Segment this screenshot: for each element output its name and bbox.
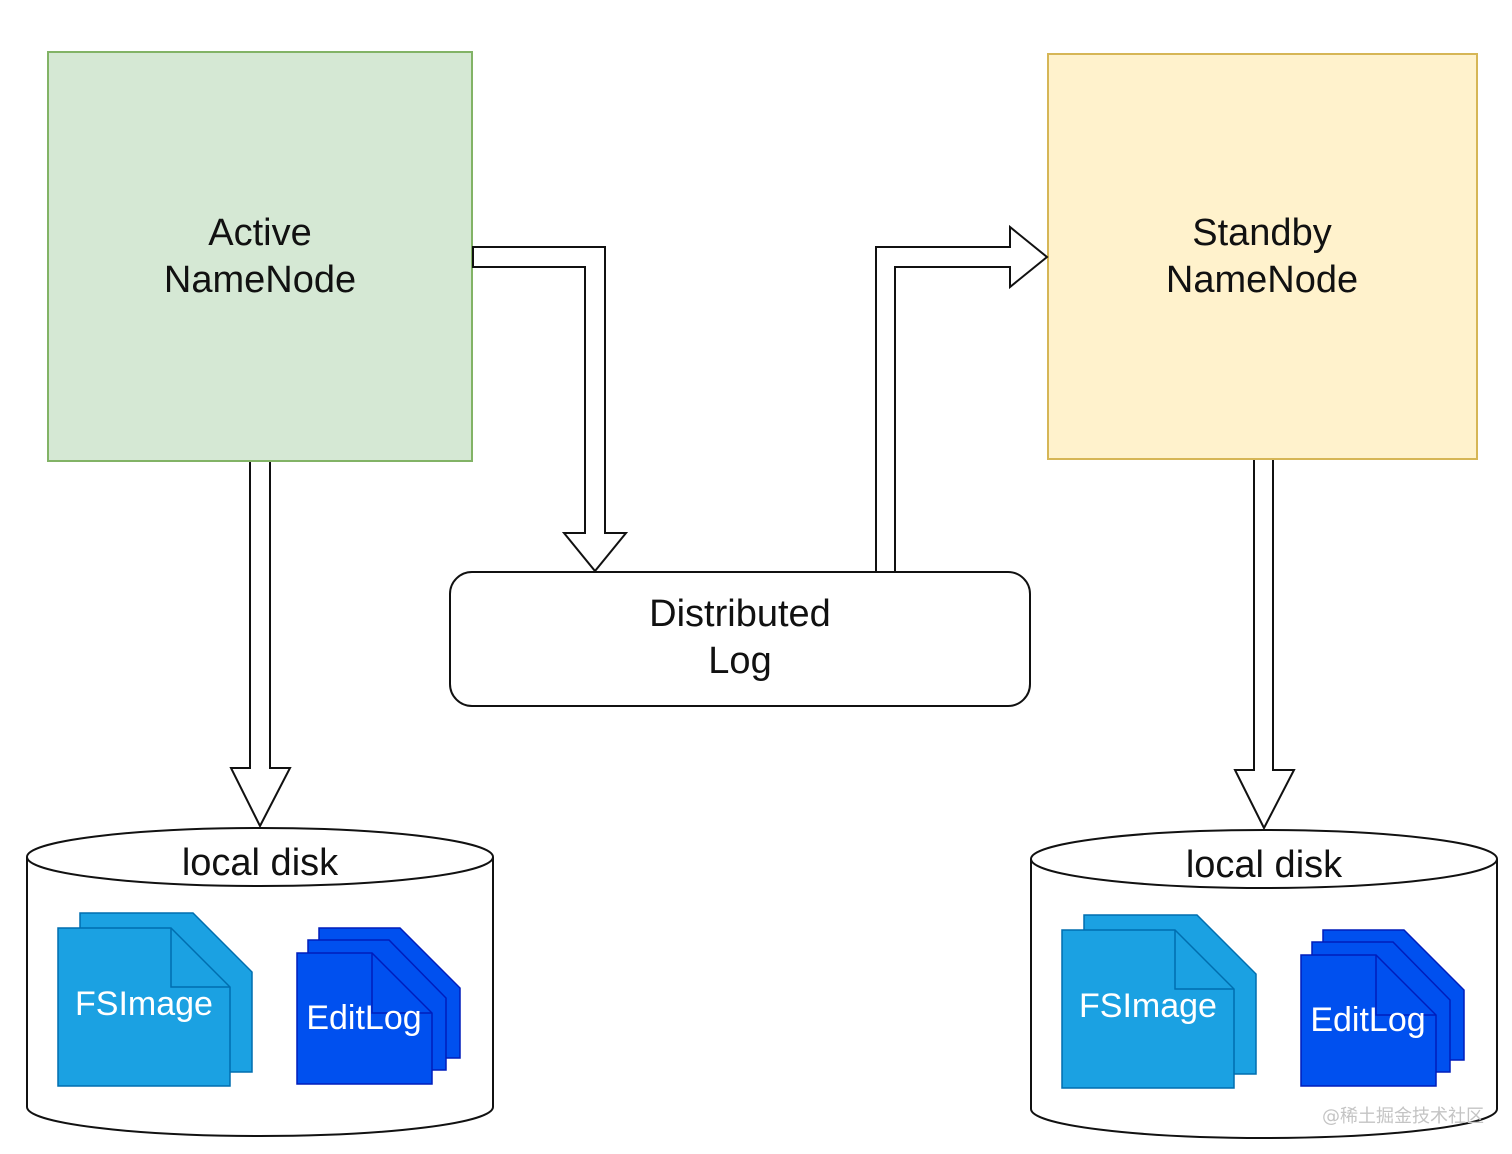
left-fsimage-sheet-front: [57, 927, 231, 1087]
distributed-log-label-line2: Log: [708, 640, 771, 682]
left-fsimage-label: FSImage: [75, 985, 213, 1023]
distributed-log-label-line1: Distributed: [649, 593, 831, 635]
active-namenode-box: [47, 51, 473, 462]
left-editlog-icon[interactable]: EditLog: [296, 927, 461, 1085]
left-local-disk[interactable]: local disk FSImage EditLog: [26, 827, 494, 1137]
active-namenode-label-line2: NameNode: [164, 259, 356, 301]
arrow-standby-to-disk: [1233, 460, 1296, 831]
right-fsimage-icon[interactable]: FSImage: [1061, 914, 1257, 1089]
right-local-disk[interactable]: local disk FSImage EditLog: [1030, 829, 1498, 1139]
right-editlog-label: EditLog: [1310, 1001, 1425, 1039]
standby-namenode-label-line2: NameNode: [1166, 259, 1358, 301]
left-fsimage-fold: [170, 928, 230, 988]
arrow-active-to-log: [472, 246, 629, 573]
standby-namenode-box: [1047, 53, 1478, 460]
right-editlog-sheet-1: [1300, 954, 1437, 1087]
left-editlog-sheet-1: [296, 952, 433, 1085]
distributed-log-box: [449, 571, 1031, 707]
right-fsimage-sheet-front: [1061, 929, 1235, 1089]
arrow-active-to-disk: [229, 462, 292, 829]
left-disk-rim: [26, 856, 494, 887]
active-namenode-label-line1: Active: [208, 212, 311, 254]
arrow-log-to-standby: [875, 224, 1049, 571]
right-fsimage-fold: [1174, 930, 1234, 990]
left-disk-label: local disk: [182, 842, 339, 884]
watermark: @稀土掘金技术社区: [1322, 1106, 1484, 1127]
left-fsimage-icon[interactable]: FSImage: [57, 912, 253, 1087]
distributed-log[interactable]: Distributed Log: [449, 571, 1031, 707]
right-editlog-icon[interactable]: EditLog: [1300, 929, 1465, 1087]
left-editlog-label: EditLog: [306, 999, 421, 1037]
right-disk-label: local disk: [1186, 844, 1343, 886]
right-disk-rim: [1030, 858, 1498, 889]
standby-namenode-label-line1: Standby: [1192, 212, 1331, 254]
right-editlog-fold: [1375, 955, 1436, 1016]
standby-namenode[interactable]: Standby NameNode: [1047, 53, 1478, 460]
right-fsimage-label: FSImage: [1079, 987, 1217, 1025]
left-editlog-fold: [371, 953, 432, 1014]
active-namenode[interactable]: Active NameNode: [47, 51, 473, 462]
